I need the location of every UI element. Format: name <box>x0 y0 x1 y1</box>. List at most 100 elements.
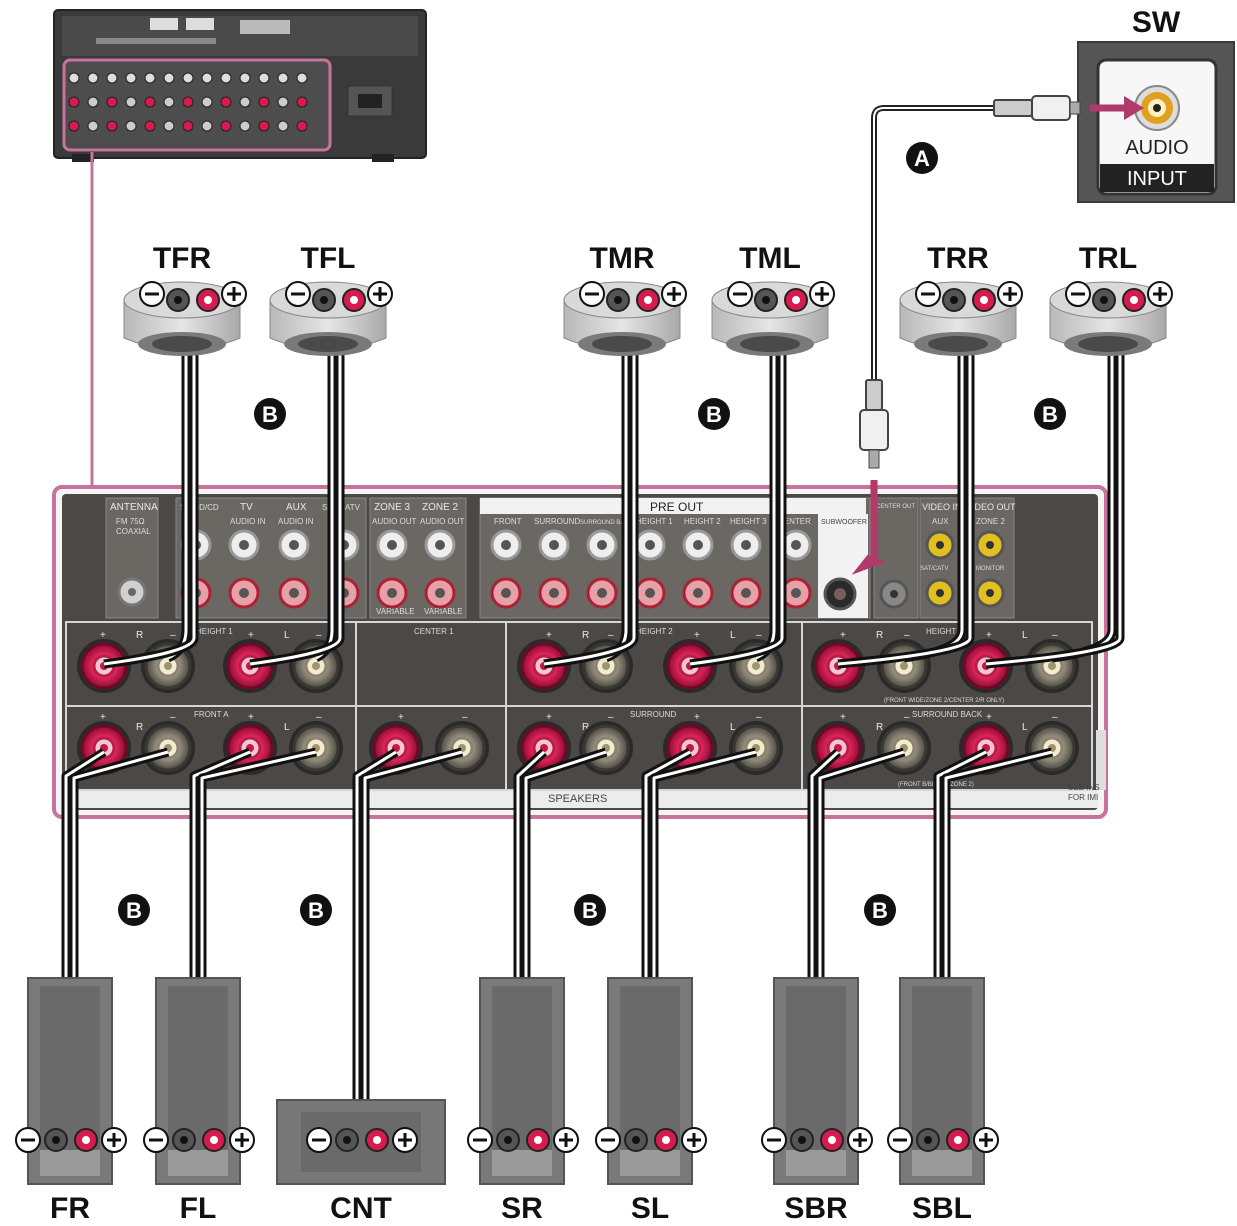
center-terminal-minus <box>435 721 489 775</box>
callout-letter: B <box>262 402 278 427</box>
height1-label: HEIGHT 1 <box>196 627 233 636</box>
terminal-hole <box>1048 662 1056 670</box>
zone2-audio-out-label: AUDIO OUT <box>420 517 465 526</box>
wire-tmr-plus-core <box>543 304 652 666</box>
speaker-terminal-plus <box>663 639 717 693</box>
left-channel-mark: L <box>730 722 736 733</box>
plus-mark: + <box>100 630 106 641</box>
minus-mark: – <box>316 630 322 641</box>
wire-tfl-plus-core <box>249 304 358 666</box>
terminal-hole <box>602 662 610 670</box>
terminal-plate <box>492 1150 552 1176</box>
speaker-label-tmr: TMR <box>590 242 655 275</box>
right-channel-mark: R <box>136 722 143 733</box>
thumbnail-jack <box>182 96 194 108</box>
speaker-terminal-plus <box>517 639 571 693</box>
thumbnail-jack <box>144 96 156 108</box>
speaker-label-sl: SL <box>631 1192 669 1225</box>
subwoofer-jack-label-1: AUDIO <box>1125 137 1188 159</box>
terminal-plate <box>40 1150 100 1176</box>
terminal-hole <box>900 662 908 670</box>
see-note-2: FOR IMI <box>1068 793 1098 802</box>
thumbnail-jack <box>125 96 137 108</box>
video-jack-center <box>986 589 994 597</box>
ceiling-speaker-tml: TML <box>711 242 835 356</box>
minus-mark: – <box>608 712 614 723</box>
terminal-hole <box>632 1136 640 1144</box>
rca-jack-center <box>741 588 751 598</box>
video-out-label: VIDEO OUT <box>966 502 1016 512</box>
plus-mark: + <box>248 712 254 723</box>
ceiling-speaker-tmr: TMR <box>563 242 687 356</box>
callout-circle <box>1034 398 1066 430</box>
callout-badge-b: B <box>574 894 606 926</box>
thumbnail-jack <box>258 120 270 132</box>
zone2-label: ZONE 2 <box>422 502 459 513</box>
rca-plug-bottom <box>865 379 883 411</box>
speakers-label: SPEAKERS <box>548 793 607 805</box>
ceiling-speaker-tfl: TFL <box>269 242 393 356</box>
wire-trl-plus-core <box>985 304 1138 666</box>
callout-badge-b: B <box>864 894 896 926</box>
thumbnail-jack <box>239 72 251 84</box>
receiver-thumbnail <box>53 9 427 162</box>
pre-center-label: CENTER <box>778 517 811 526</box>
rca-jack-center <box>645 540 655 550</box>
rca-jack-center <box>597 540 607 550</box>
subwoofer: AUDIO INPUT SW <box>1077 6 1235 203</box>
video-jack-center <box>936 589 944 597</box>
minus-mark: – <box>170 630 176 641</box>
input-tv-label: TV <box>240 502 253 513</box>
thumbnail-jack <box>277 120 289 132</box>
terminal-hole <box>792 296 800 304</box>
speaker-label-sr: SR <box>501 1192 543 1225</box>
plus-mark: + <box>694 712 700 723</box>
plus-mark: + <box>100 712 106 723</box>
thumbnail-jack <box>144 72 156 84</box>
terminal-hole <box>373 1136 381 1144</box>
rca-jack-center <box>501 540 511 550</box>
rca-jack-center <box>239 588 249 598</box>
callout-badge-a: A <box>906 142 938 174</box>
minus-mark: – <box>1052 712 1058 723</box>
thumbnail-jack <box>68 120 80 132</box>
callout-badge-b: B <box>118 894 150 926</box>
speaker-label-sbl: SBL <box>912 1192 972 1225</box>
thumbnail-jack <box>239 96 251 108</box>
ceiling-speaker-trr: TRR <box>899 242 1023 356</box>
rca-jack-center <box>597 588 607 598</box>
speaker-label-fr: FR <box>50 1192 90 1225</box>
pre-surround-back-label: SURROUND BACK <box>580 520 633 526</box>
rca-jack-center <box>387 588 397 598</box>
zone3-variable-label: VARIABLE <box>376 607 415 616</box>
speaker-terminal-minus <box>141 721 195 775</box>
minus-mark: – <box>462 712 468 723</box>
callout-circle <box>574 894 606 926</box>
terminal-hole <box>350 296 358 304</box>
plus-mark: + <box>248 630 254 641</box>
thumbnail-jack <box>258 96 270 108</box>
speaker-terminal-minus <box>289 721 343 775</box>
height3-label: HEIGHT 3 <box>926 627 963 636</box>
left-channel-mark: L <box>1022 722 1028 733</box>
callout-circle <box>300 894 332 926</box>
minus-mark: – <box>756 712 762 723</box>
rca-jack-center <box>549 588 559 598</box>
floor-speaker-fl: FL <box>143 977 255 1225</box>
rca-jack-center <box>693 588 703 598</box>
antenna-sub1: FM 75Ω <box>116 517 145 526</box>
antenna-sub2: COAXIAL <box>116 527 151 536</box>
terminal-plate <box>620 1150 680 1176</box>
thumbnail-highlight <box>62 58 332 152</box>
speaker-label-fl: FL <box>180 1192 217 1225</box>
thumbnail-jack <box>87 72 99 84</box>
plus-mark: + <box>986 712 992 723</box>
speaker-base-inner <box>740 336 800 352</box>
minus-mark: – <box>316 712 322 723</box>
speaker-label-cnt: CNT <box>330 1192 392 1225</box>
rca-jack-center <box>435 588 445 598</box>
terminal-hole <box>752 662 760 670</box>
terminal-hole <box>534 1136 542 1144</box>
terminal-hole <box>828 1136 836 1144</box>
minus-mark: – <box>756 630 762 641</box>
